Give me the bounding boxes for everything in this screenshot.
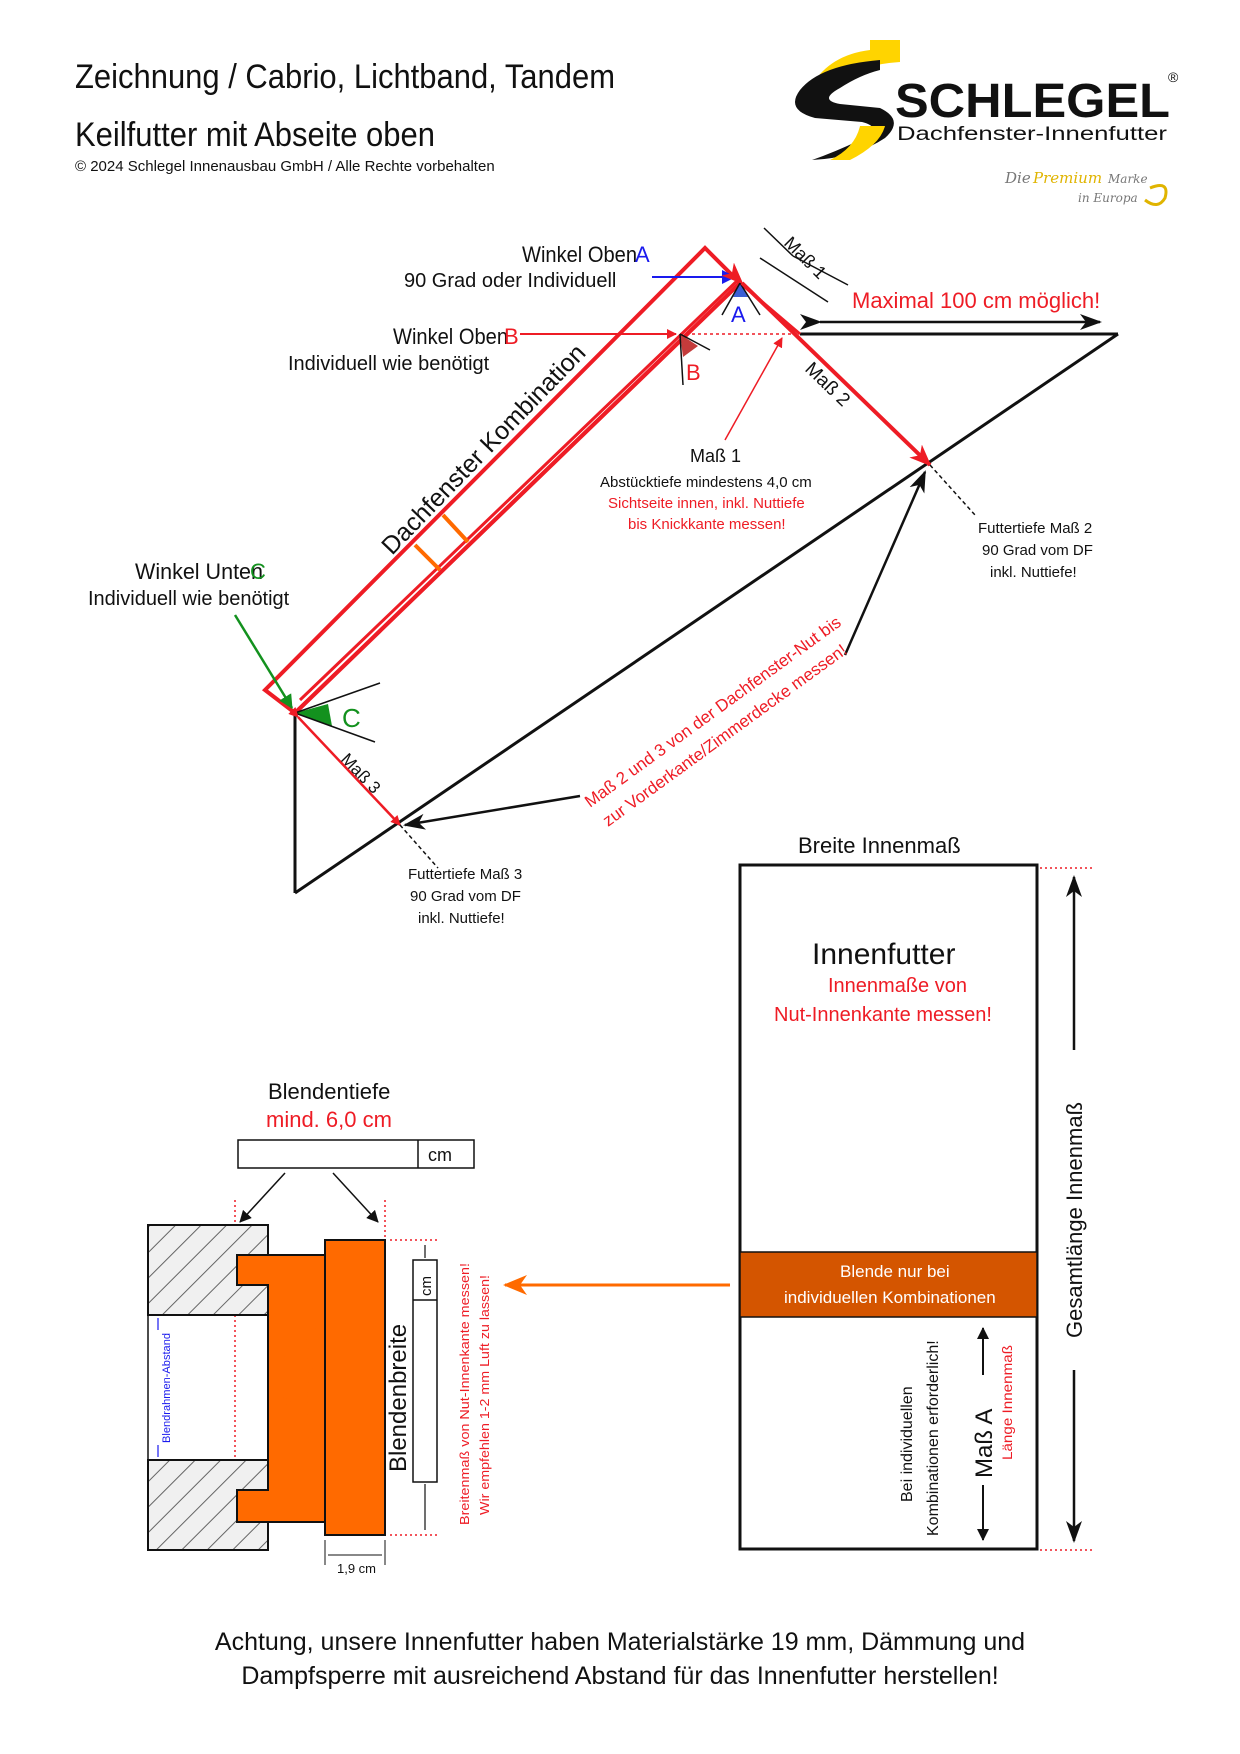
blende-line1: Blende nur bei [840, 1262, 950, 1281]
logo-subtitle: Dachfenster-Innenfutter [897, 124, 1168, 145]
diag-note-line2: zur Vorderkante/Zimmerdecke messen! [599, 640, 850, 830]
winkel-oben-a-letter: A [635, 242, 650, 267]
orange-mark-1 [413, 543, 442, 572]
mass2-ext-line [929, 464, 976, 516]
logo-tagline-premium: Premium [1032, 169, 1102, 187]
bei-individuellen-line2: Kombinationen erforderlich! [925, 1340, 942, 1536]
logo-swoosh-black [795, 60, 894, 160]
winkel-oben-a-desc: 90 Grad oder Individuell [404, 270, 616, 292]
mass1-line2: Sichtseite innen, inkl. Nuttiefe [608, 495, 805, 512]
logo-tagline-die: Die [1004, 169, 1031, 187]
laenge-label: Länge Innenmaß [999, 1345, 1015, 1460]
mass1-title: Maß 1 [690, 446, 741, 466]
logo-registered: ® [1168, 69, 1179, 85]
winkel-unten-c-letter: C [250, 559, 266, 584]
mass1-leader [724, 337, 783, 441]
mass1-line3: bis Knickkante messen! [628, 516, 786, 533]
blendenbreite-label: Blendenbreite [385, 1324, 412, 1472]
blendenbreite-board [324, 1239, 386, 1536]
blendentiefe-arrow-left [239, 1172, 286, 1223]
innenfutter-box [738, 863, 1039, 1551]
mass-a-label: Maß A [971, 1409, 998, 1478]
copyright: © 2024 Schlegel Innenausbau GmbH / Alle … [75, 158, 495, 175]
breitenmass-line1: Breitenmaß von Nut-Innenkante messen! [457, 1263, 472, 1525]
blendenbreite-input-box [412, 1259, 438, 1483]
title-line-2: Keilfutter mit Abseite oben [75, 116, 435, 154]
ft3-line1: Futtertiefe Maß 3 [408, 866, 522, 883]
sparrenblende-label: Sparrenblende [300, 1322, 320, 1440]
diag-note-line1: Maß 2 und 3 von der Dachfenster-Nut bis [581, 613, 844, 812]
angle-c-letter: C [342, 703, 361, 733]
pointer-arrow-mass2 [843, 470, 927, 656]
logo-tagline-europa: in Europa [1078, 191, 1138, 205]
angle-b-wedge-icon [680, 334, 698, 357]
winkel-unten-c-label: Winkel Unten [135, 559, 263, 584]
logo-swoosh-yellow-low [830, 126, 885, 160]
blende-line2: individuellen Kombinationen [784, 1288, 996, 1307]
blendentiefe-arrow-right [332, 1172, 379, 1223]
blendrahmen-label: Blendrahmen-Abstand [161, 1333, 173, 1443]
blendentiefe-input-box [237, 1139, 475, 1169]
ft2-line2: 90 Grad vom DF [982, 542, 1093, 559]
mass1-line1: Abstücktiefe mindestens 4,0 cm [600, 474, 812, 491]
footer-line2: Dampfsperre mit ausreichend Abstand für … [241, 1662, 998, 1690]
pointer-arrow-mass3 [403, 794, 581, 830]
footer-line1: Achtung, unsere Innenfutter haben Materi… [215, 1628, 1025, 1656]
dim-19-label: 1,9 cm [337, 1561, 376, 1576]
wedge-outline [293, 332, 1119, 895]
winkel-unten-c-arrow [233, 614, 294, 709]
blendentiefe-label: Blendentiefe [268, 1079, 390, 1104]
cm-unit-1: cm [428, 1145, 452, 1165]
ft3-line2: 90 Grad vom DF [410, 888, 521, 905]
winkel-oben-b-label: Winkel Oben [393, 324, 508, 349]
logo-tagline-swirl-icon [1144, 184, 1168, 206]
schlegel-logo: SCHLEGEL ® Dachfenster-Innenfutter Die P… [795, 40, 1179, 206]
mass2-arrow [721, 262, 932, 467]
gesamt-label: Gesamtlänge Innenmaß [1062, 1102, 1087, 1338]
winkel-oben-b-letter: B [504, 324, 519, 349]
winkel-oben-b-desc: Individuell wie benötigt [288, 353, 490, 375]
angle-a-letter: A [731, 302, 746, 327]
inner-red-line [298, 276, 742, 702]
breite-innenmass: Breite Innenmaß [798, 833, 961, 858]
orange-mark-2 [441, 513, 470, 544]
cm-unit-2: cm [418, 1276, 435, 1296]
mittlere-label: Mittlere [277, 1350, 297, 1409]
innenfutter-title: Innenfutter [812, 938, 955, 971]
bei-individuellen-line1: Bei individuellen [899, 1386, 916, 1502]
angle-b-letter: B [686, 360, 701, 385]
winkel-unten-c-desc: Individuell wie benötigt [88, 588, 290, 610]
logo-name: SCHLEGEL [895, 75, 1170, 128]
innenmasse-line2: Nut-Innenkante messen! [774, 1004, 992, 1026]
mass3-ext-line [399, 824, 439, 869]
title-line-1: Zeichnung / Cabrio, Lichtband, Tandem [75, 58, 615, 96]
mass3-arrow [288, 707, 401, 826]
breitenmass-line2: Wir empfehlen 1-2 mm Luft zu lassen! [477, 1275, 492, 1515]
innenmasse-line1: Innenmaße von [828, 975, 967, 997]
ft3-line3: inkl. Nuttiefe! [418, 910, 505, 927]
logo-tagline-marke: Marke [1107, 172, 1148, 186]
ft2-line1: Futtertiefe Maß 2 [978, 520, 1092, 537]
blende-band [739, 1251, 1038, 1318]
mind-label: mind. 6,0 cm [266, 1107, 392, 1132]
ft2-line3: inkl. Nuttiefe! [990, 564, 1077, 581]
mass3-label: Maß 3 [337, 750, 384, 798]
maximal-label: Maximal 100 cm möglich! [852, 288, 1100, 313]
winkel-oben-a-label: Winkel Oben [522, 242, 637, 267]
